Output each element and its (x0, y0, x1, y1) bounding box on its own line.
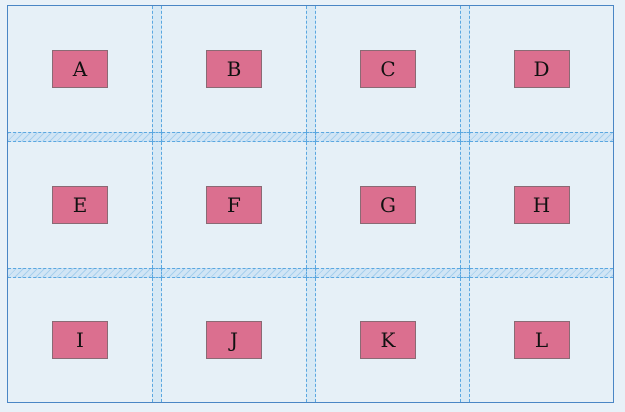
grid-layout: A B C D E F G H I J K (8, 6, 613, 402)
grid-cell: I (8, 278, 152, 402)
row-gutter (162, 268, 306, 278)
row-gutter (162, 132, 306, 142)
grid-item-b: B (206, 50, 262, 88)
grid-item-k: K (360, 321, 416, 359)
column-gutter (460, 142, 470, 268)
grid-cell: G (316, 142, 460, 268)
column-gutter (460, 6, 470, 132)
row-gutter (316, 268, 460, 278)
grid-cell: E (8, 142, 152, 268)
grid-item-c: C (360, 50, 416, 88)
column-gutter (460, 278, 470, 402)
gutter-intersection (152, 132, 162, 142)
gutter-intersection (460, 132, 470, 142)
grid-cell: J (162, 278, 306, 402)
grid-item-d: D (513, 50, 570, 88)
grid-container: A B C D E F G H I J K (7, 5, 614, 403)
grid-cell: F (162, 142, 306, 268)
grid-cell: C (316, 6, 460, 132)
grid-cell: A (8, 6, 152, 132)
grid-cell: K (316, 278, 460, 402)
grid-item-a: A (52, 50, 108, 88)
column-gutter (306, 6, 316, 132)
column-gutter (152, 142, 162, 268)
row-gutter (316, 132, 460, 142)
column-gutter (306, 142, 316, 268)
column-gutter (152, 6, 162, 132)
gutter-intersection (460, 268, 470, 278)
gutter-intersection (152, 268, 162, 278)
row-gutter (470, 268, 613, 278)
grid-item-j: J (206, 321, 262, 359)
row-gutter (470, 132, 613, 142)
grid-item-i: I (52, 321, 108, 359)
gutter-intersection (306, 132, 316, 142)
gutter-intersection (306, 268, 316, 278)
row-gutter (8, 268, 152, 278)
grid-item-l: L (513, 321, 570, 359)
grid-cell: L (470, 278, 613, 402)
grid-item-f: F (206, 186, 262, 224)
grid-item-h: H (513, 186, 570, 224)
grid-cell: B (162, 6, 306, 132)
grid-item-g: G (360, 186, 416, 224)
row-gutter (8, 132, 152, 142)
grid-item-e: E (52, 186, 108, 224)
column-gutter (306, 278, 316, 402)
grid-cell: D (470, 6, 613, 132)
grid-cell: H (470, 142, 613, 268)
column-gutter (152, 278, 162, 402)
